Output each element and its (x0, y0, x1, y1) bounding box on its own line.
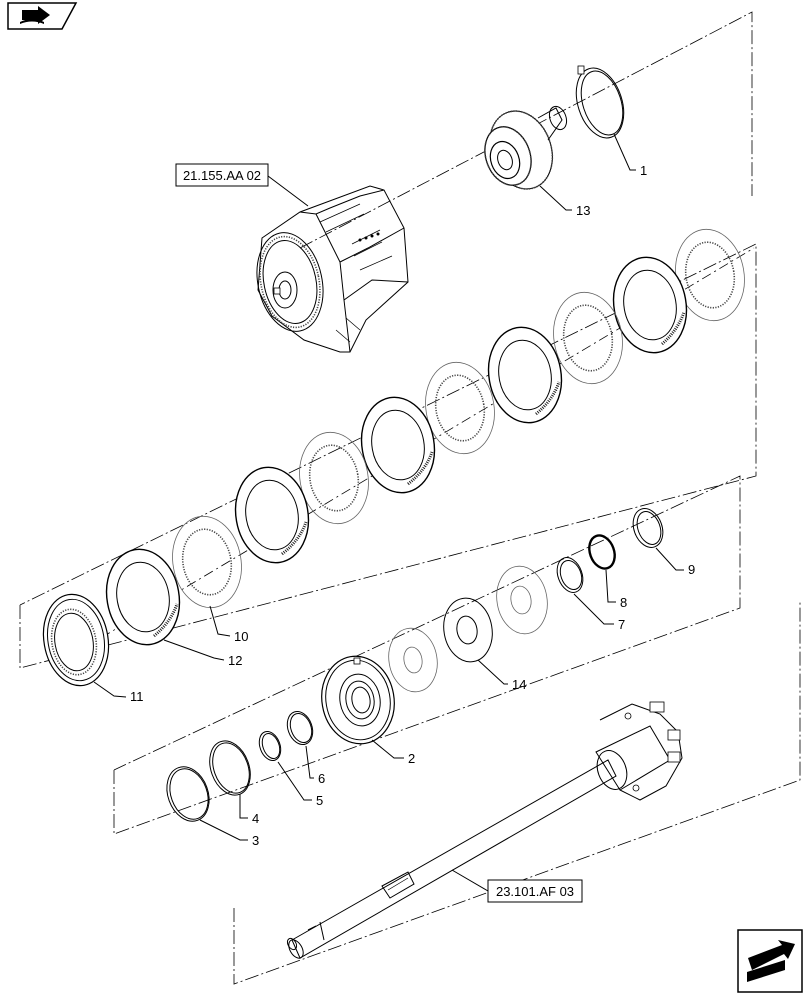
svg-text:13: 13 (576, 203, 590, 218)
svg-text:6: 6 (318, 771, 325, 786)
seal-part-4 (209, 740, 251, 796)
svg-text:10: 10 (234, 629, 248, 644)
callout-9: 9 (655, 547, 695, 577)
svg-text:8: 8 (620, 595, 627, 610)
o-ring-part-6 (286, 711, 314, 745)
svg-text:12: 12 (228, 653, 242, 668)
callout-6: 6 (305, 745, 325, 786)
svg-text:1: 1 (640, 163, 647, 178)
callout-11: 11 (93, 681, 144, 704)
ref-label-housing[interactable]: 21.155.AA 02 (175, 163, 309, 207)
callout-4: 4 (239, 794, 259, 826)
piston-part-2 (321, 655, 395, 745)
seal-part-3 (166, 766, 210, 822)
gear-hub-part-13 (484, 105, 568, 190)
svg-text:11: 11 (130, 689, 144, 704)
output-shaft (286, 701, 683, 959)
callout-7: 7 (573, 593, 625, 632)
clutch-housing (256, 185, 409, 353)
callout-1: 1 (613, 133, 647, 178)
callout-8: 8 (605, 569, 627, 610)
o-ring-part-5 (258, 730, 282, 762)
seal-ring-part-8 (588, 534, 616, 570)
callout-5: 5 (277, 761, 323, 808)
assembly-boundary-top (299, 11, 753, 249)
assembly-boundary-middle (113, 475, 741, 835)
callout-13: 13 (539, 185, 590, 218)
ref-label-shaft[interactable]: 23.101.AF 03 (451, 869, 583, 903)
svg-text:9: 9 (688, 562, 695, 577)
o-ring-part-9 (632, 508, 664, 548)
ref-label-shaft-text: 23.101.AF 03 (496, 884, 574, 899)
callout-14: 14 (477, 659, 526, 692)
svg-text:5: 5 (316, 793, 323, 808)
snap-ring-part-1 (575, 65, 625, 139)
assembly-boundary-lower (233, 600, 801, 985)
spring-plate-small (388, 627, 438, 693)
book-arrow-icon[interactable] (7, 2, 78, 30)
callout-3: 3 (199, 819, 259, 848)
ref-label-housing-text: 21.155.AA 02 (183, 168, 261, 183)
callout-10: 10 (209, 605, 248, 644)
seal-ring-part-7 (556, 557, 584, 593)
clutch-disc-stack (42, 228, 745, 687)
svg-text:7: 7 (618, 617, 625, 632)
svg-text:14: 14 (512, 677, 526, 692)
callout-12: 12 (163, 639, 242, 668)
svg-text:3: 3 (252, 833, 259, 848)
spring-plate-large (496, 565, 548, 635)
washer-part-14 (443, 597, 493, 663)
svg-text:4: 4 (252, 811, 259, 826)
next-page-arrow-icon[interactable] (737, 929, 803, 993)
callout-2: 2 (371, 739, 415, 766)
svg-text:2: 2 (408, 751, 415, 766)
